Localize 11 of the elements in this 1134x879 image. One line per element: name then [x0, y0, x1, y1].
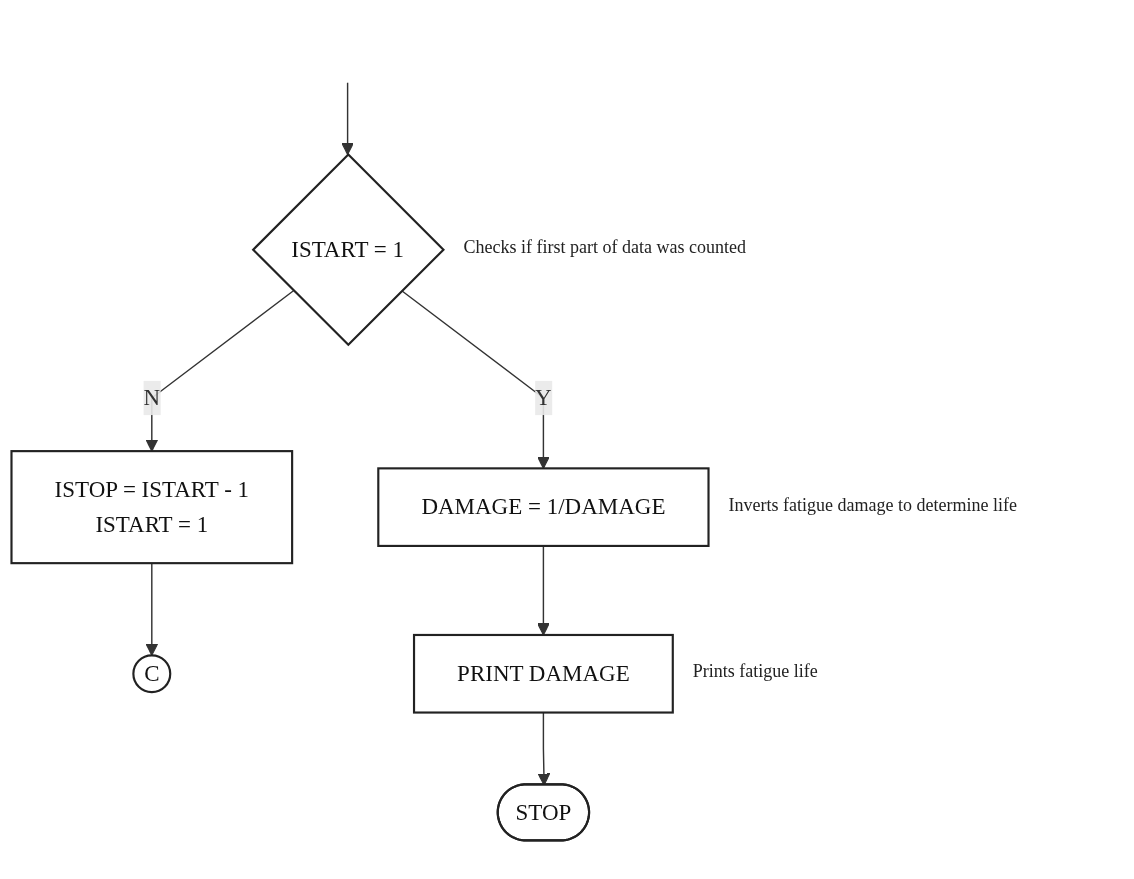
node-circle: C — [132, 653, 172, 693]
edge-label: N — [143, 384, 161, 409]
annotation-text: Inverts fatigue damage to determine life — [728, 494, 1018, 516]
node-box: ISTOP = ISTART - 1 ISTART = 1 — [10, 449, 294, 564]
node-box: DAMAGE = 1/DAMAGE — [377, 466, 710, 547]
edge-label: Y — [535, 384, 552, 409]
node-box: PRINT DAMAGE — [412, 633, 674, 714]
annotation-text: Prints fatigue life — [692, 661, 819, 683]
node-diamond: ISTART = 1 — [251, 152, 445, 346]
annotation-text: Checks if first part of data was counted — [463, 237, 747, 259]
arrow — [341, 81, 354, 155]
